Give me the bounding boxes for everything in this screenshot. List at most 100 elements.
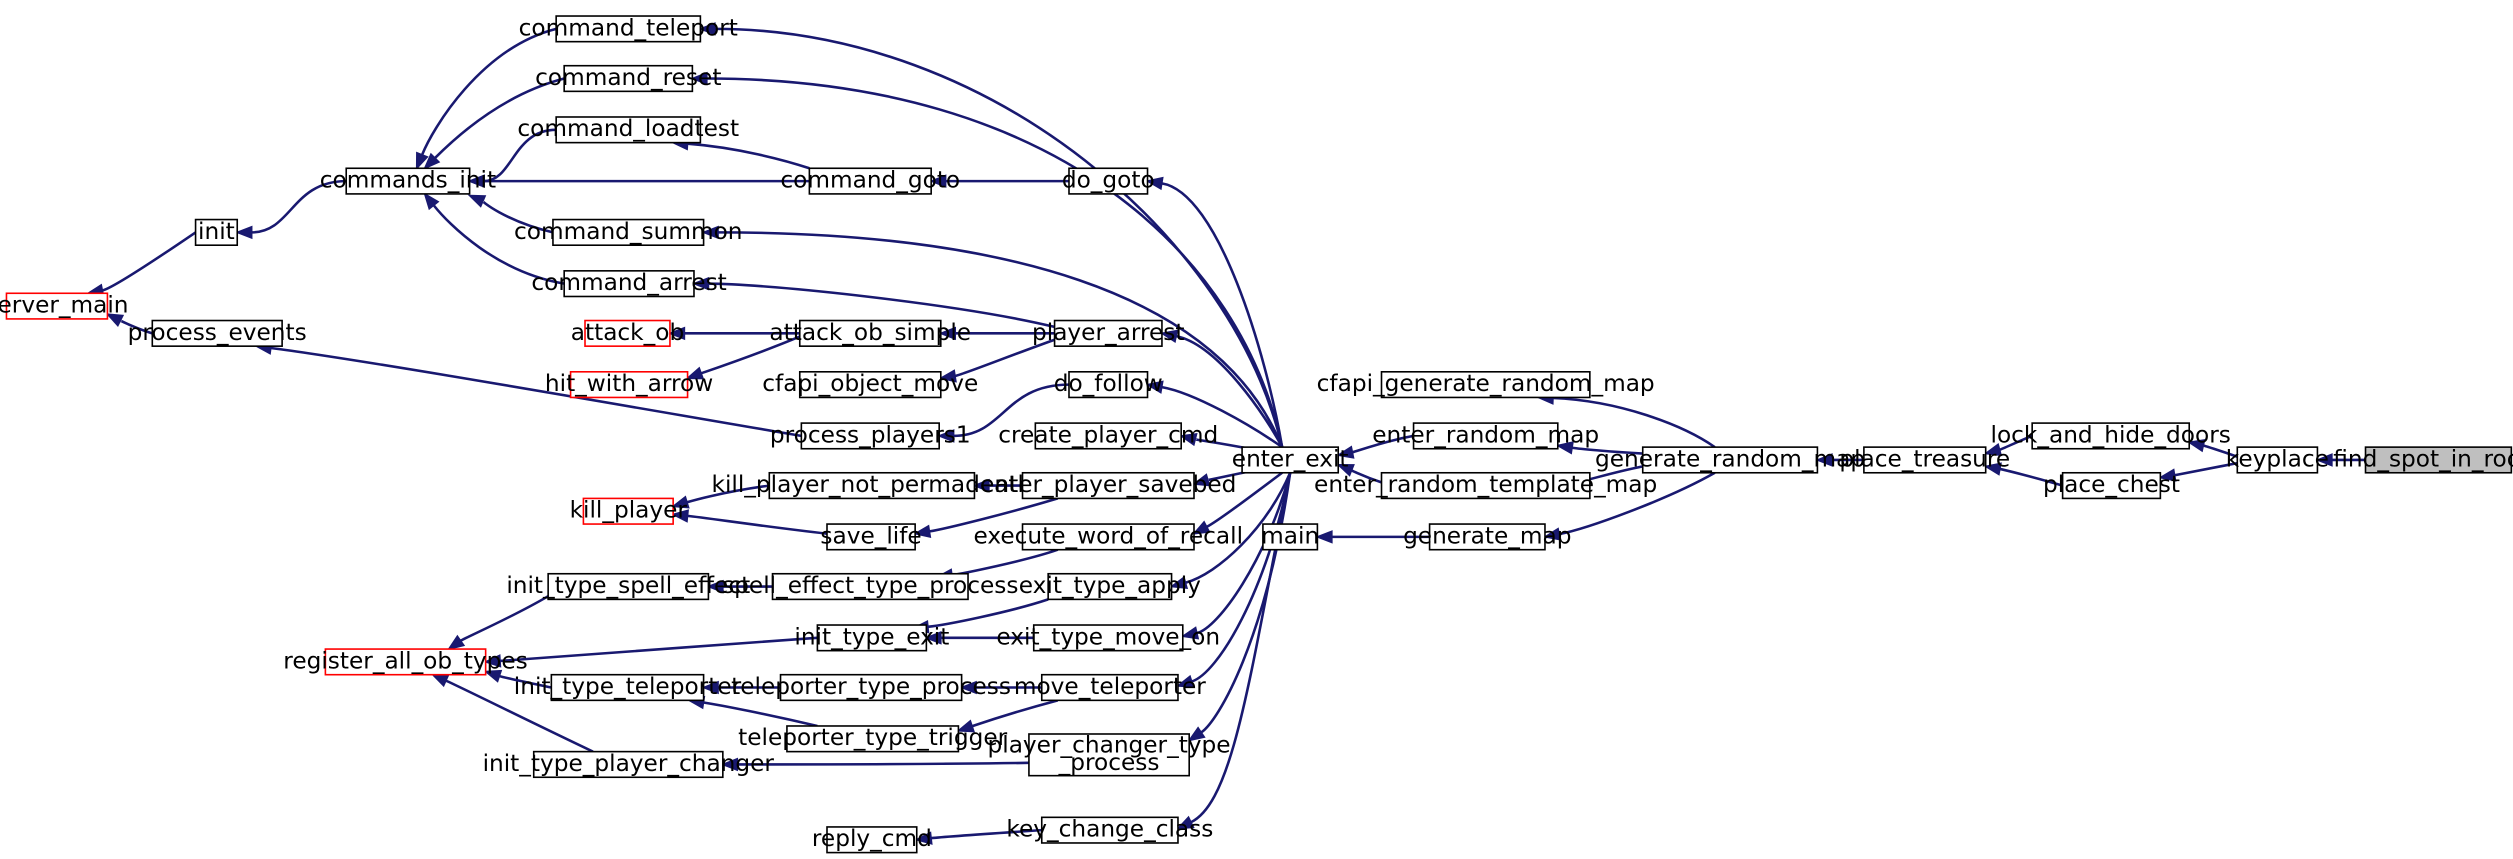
node-process_players1[interactable]: process_players1	[770, 421, 971, 450]
node-box[interactable]	[550, 673, 705, 702]
node-box[interactable]	[800, 422, 940, 450]
node-register_all_ob_types[interactable]: register_all_ob_types	[283, 647, 528, 676]
node-exit_type_move_on[interactable]: exit_type_move_on	[996, 623, 1220, 652]
node-init[interactable]: init	[194, 218, 239, 247]
node-box[interactable]	[324, 648, 487, 676]
node-create_player_cmd[interactable]: create_player_cmd	[998, 421, 1218, 450]
node-command_arrest[interactable]: command_arrest	[531, 269, 727, 298]
node-init_type_exit[interactable]: init_type_exit	[794, 623, 949, 652]
node-player_changer_type_process[interactable]: player_changer_type_process	[988, 731, 1231, 777]
node-box[interactable]	[768, 471, 976, 500]
node-box[interactable]	[771, 572, 969, 601]
node-box[interactable]	[563, 270, 695, 298]
node-exit_type_apply[interactable]: exit_type_apply	[1019, 572, 1201, 601]
node-enter_random_template_map[interactable]: enter_random_template_map	[1314, 471, 1657, 500]
node-box[interactable]	[532, 750, 724, 779]
node-box[interactable]	[1641, 446, 1819, 474]
node-lock_and_hide_doors[interactable]: lock_and_hide_doors	[1991, 421, 2231, 450]
node-box[interactable]	[786, 725, 960, 753]
node-place_chest[interactable]: place_chest	[2043, 471, 2180, 500]
node-box[interactable]	[1028, 733, 1190, 777]
node-box[interactable]	[2364, 446, 2513, 474]
node-commands_init[interactable]: commands_init	[320, 167, 496, 195]
node-box[interactable]	[151, 319, 283, 347]
node-command_teleport[interactable]: command_teleport	[519, 14, 738, 43]
node-cfapi_object_move[interactable]: cfapi_object_move	[762, 370, 978, 399]
node-box[interactable]	[584, 319, 671, 347]
node-teleporter_type_trigger[interactable]: teleporter_type_trigger	[738, 724, 1008, 753]
node-box[interactable]	[547, 572, 710, 601]
node-box[interactable]	[1040, 816, 1179, 844]
node-box[interactable]	[1053, 319, 1163, 347]
node-spell_effect_type_process[interactable]: spell_effect_type_process	[722, 572, 1018, 601]
node-box[interactable]	[552, 218, 705, 247]
node-process_events[interactable]: process_events	[128, 319, 307, 347]
node-enter_player_savebed[interactable]: enter_player_savebed	[980, 471, 1236, 500]
node-save_life[interactable]: save_life	[820, 522, 922, 551]
node-cfapi_generate_random_map[interactable]: cfapi_generate_random_map	[1317, 370, 1655, 399]
node-box[interactable]	[569, 371, 689, 399]
node-command_summon[interactable]: command_summon	[514, 218, 743, 247]
node-enter_random_map[interactable]: enter_random_map	[1372, 421, 1599, 450]
node-generate_random_map[interactable]: generate_random_map	[1595, 445, 1865, 474]
node-reply_cmd[interactable]: reply_cmd	[812, 825, 932, 854]
node-hit_with_arrow[interactable]: hit_with_arrow	[545, 370, 713, 399]
node-box[interactable]	[582, 497, 674, 525]
node-server_main[interactable]: server_main	[0, 292, 129, 320]
node-player_arrest[interactable]: player_arrest	[1032, 319, 1185, 347]
node-enter_exit[interactable]: enter_exit	[1232, 445, 1349, 474]
node-box[interactable]	[1863, 446, 1987, 474]
node-box[interactable]	[5, 292, 109, 320]
node-box[interactable]	[1412, 422, 1559, 450]
node-keyplace[interactable]: keyplace	[2226, 445, 2329, 474]
node-box[interactable]	[826, 523, 916, 551]
node-box[interactable]	[345, 167, 471, 195]
node-execute_word_of_recall[interactable]: execute_word_of_recall	[973, 522, 1243, 551]
node-box[interactable]	[1032, 624, 1184, 652]
node-command_goto[interactable]: command_goto	[780, 167, 960, 195]
node-box[interactable]	[555, 15, 702, 43]
node-init_type_spell_effect[interactable]: init_type_spell_effect	[506, 572, 750, 601]
node-box[interactable]	[808, 167, 932, 195]
node-box[interactable]	[1047, 572, 1173, 601]
node-box[interactable]	[1262, 523, 1319, 551]
node-find_spot_in_room[interactable]: find_spot_in_room	[2333, 445, 2513, 474]
node-generate_map[interactable]: generate_map	[1403, 522, 1571, 551]
node-teleporter_type_process[interactable]: teleporter_type_process	[731, 673, 1011, 702]
node-box[interactable]	[563, 64, 694, 93]
node-box[interactable]	[194, 218, 239, 247]
node-attack_ob_simple[interactable]: attack_ob_simple	[769, 319, 971, 347]
node-place_treasure[interactable]: place_treasure	[1839, 445, 2010, 474]
node-box[interactable]	[816, 624, 928, 652]
node-init_type_player_changer[interactable]: init_type_player_changer	[483, 750, 775, 779]
node-box[interactable]	[1040, 673, 1179, 702]
node-init_type_teleporter[interactable]: init_type_teleporter	[514, 673, 742, 702]
node-box[interactable]	[1068, 167, 1149, 195]
node-command_loadtest[interactable]: command_loadtest	[517, 115, 739, 144]
node-key_change_class[interactable]: key_change_class	[1006, 816, 1213, 844]
node-box[interactable]	[1428, 523, 1546, 551]
node-move_teleporter[interactable]: move_teleporter	[1014, 673, 1206, 702]
node-command_reset[interactable]: command_reset	[535, 64, 721, 93]
node-box[interactable]	[1021, 523, 1195, 551]
node-kill_player_not_permadeath[interactable]: kill_player_not_permadeath	[712, 471, 1033, 500]
node-do_follow[interactable]: do_follow	[1054, 370, 1163, 399]
node-box[interactable]	[1380, 371, 1591, 399]
node-box[interactable]	[2061, 471, 2162, 500]
node-box[interactable]	[1021, 471, 1195, 500]
node-box[interactable]	[826, 826, 918, 854]
node-kill_player[interactable]: kill_player	[570, 497, 688, 525]
node-box[interactable]	[1241, 446, 1340, 474]
node-box[interactable]	[1380, 471, 1591, 500]
node-box[interactable]	[779, 673, 963, 702]
node-box[interactable]	[1034, 422, 1182, 450]
node-box[interactable]	[2031, 422, 2191, 450]
node-box[interactable]	[1068, 371, 1149, 399]
node-box[interactable]	[798, 319, 942, 347]
node-box[interactable]	[2236, 446, 2319, 474]
node-do_goto[interactable]: do_goto	[1062, 167, 1155, 195]
node-attack_ob[interactable]: attack_ob	[571, 319, 684, 347]
node-box[interactable]	[798, 371, 942, 399]
node-main[interactable]: main	[1261, 522, 1319, 551]
node-box[interactable]	[555, 116, 702, 144]
